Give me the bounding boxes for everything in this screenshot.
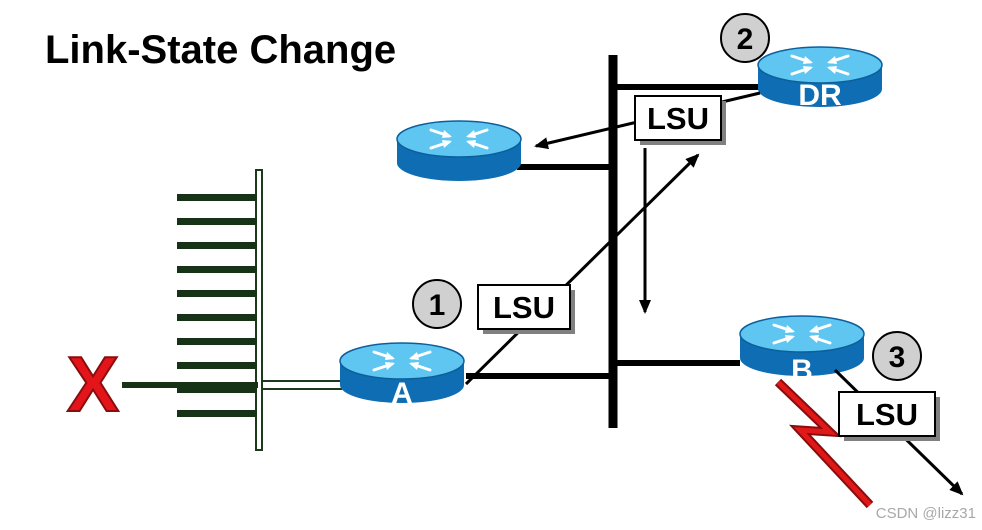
step-1-badge: 1 [412,279,462,329]
router-dr-icon: DR [756,45,884,112]
router-b-icon: B [738,314,866,387]
router-a-label: A [391,377,413,410]
lsu-label-2: LSU [647,101,709,136]
page-title: Link-State Change [45,28,396,72]
step-2-label: 2 [737,23,754,56]
lan-bus [177,169,263,451]
step-1-label: 1 [429,289,446,322]
arrow-a-to-dr-icon [464,153,700,386]
lsu-box-1: LSU [477,284,575,334]
router-a-icon: A [338,341,466,410]
router-other-icon [395,119,523,183]
lsu-box-2: LSU [634,95,726,145]
step-3-badge: 3 [872,331,922,381]
lsu-box-3: LSU [838,391,940,441]
lsu-label-3: LSU [856,397,918,432]
lan-to-router-a-link [262,380,342,390]
router-dr-label: DR [798,79,842,112]
lsu-label-1: LSU [493,290,555,325]
router-b-label: B [791,354,813,387]
failure-x-icon: X [67,340,119,428]
watermark: CSDN @lizz31 [876,505,976,522]
step-3-label: 3 [889,341,906,374]
step-2-badge: 2 [720,13,770,63]
